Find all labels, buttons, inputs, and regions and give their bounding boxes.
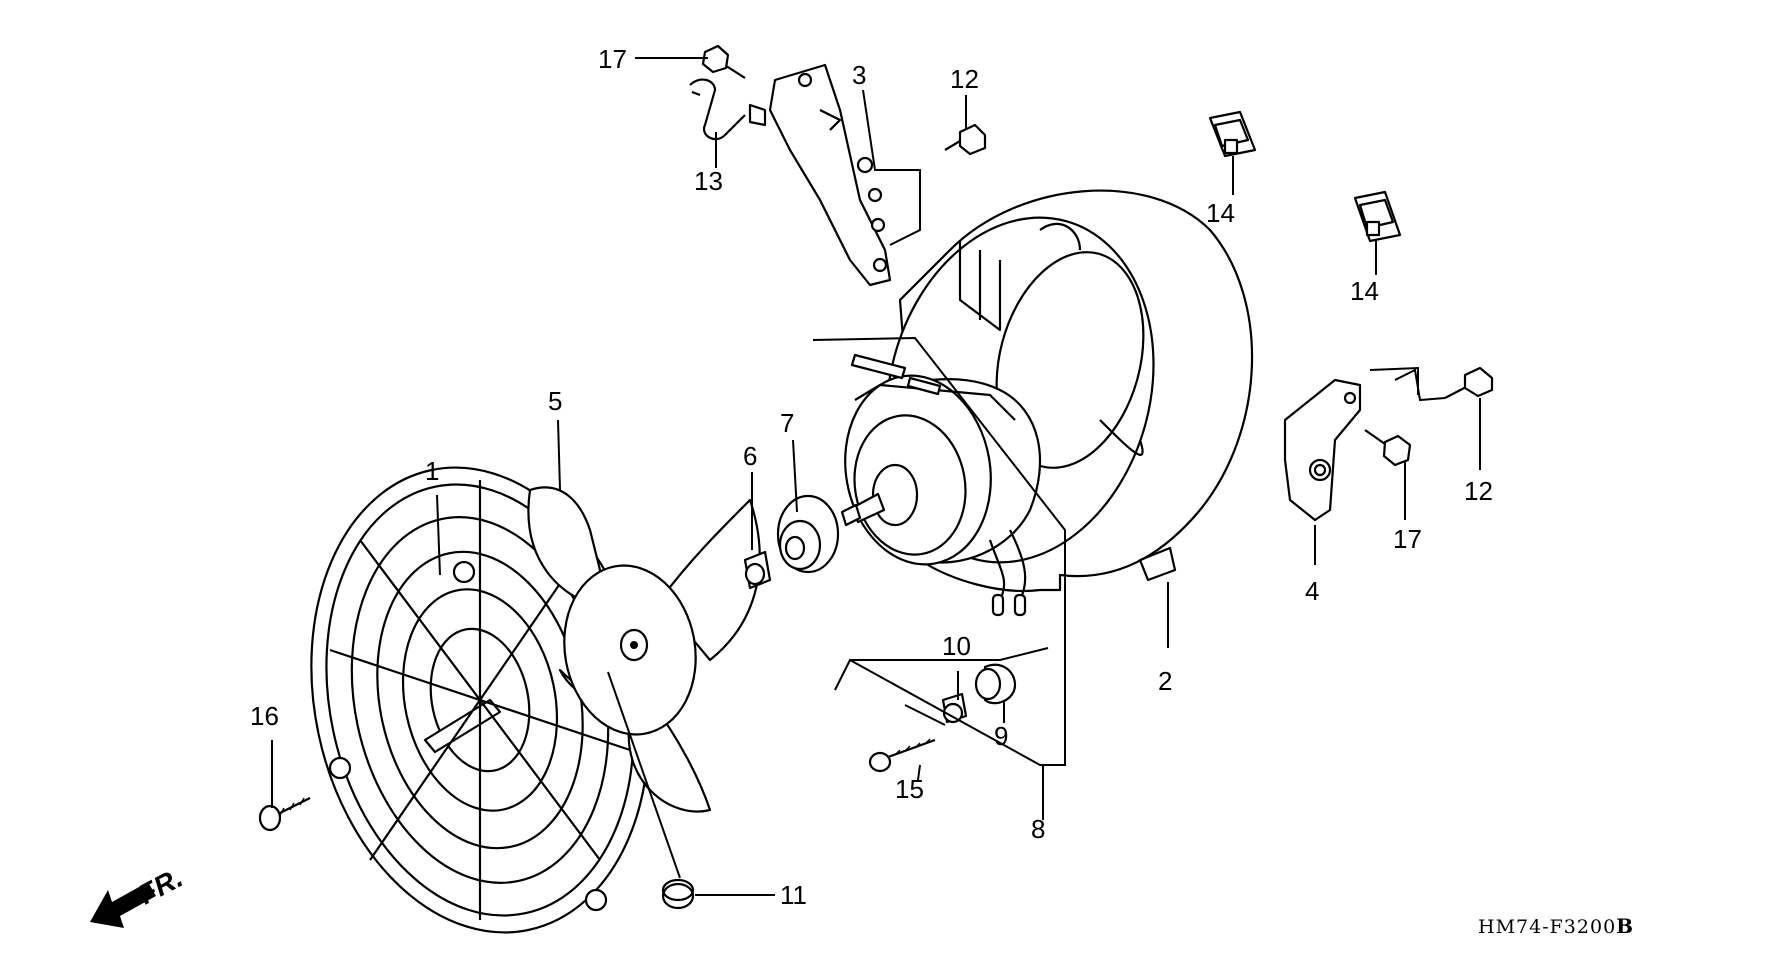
leader-lines (271, 57, 1481, 896)
speed-nut-part-14-upper (1208, 110, 1257, 158)
speed-nut-part-14-lower (1353, 190, 1402, 243)
callout-6: 6 (743, 441, 757, 471)
collar-part-6 (743, 550, 772, 590)
callout-12-right: 12 (1464, 476, 1493, 506)
callout-8: 8 (1031, 814, 1045, 844)
clip-part-13 (689, 78, 767, 141)
callout-3: 3 (852, 60, 866, 90)
callout-15: 15 (895, 774, 924, 804)
flange-bolt-part-17-right (1364, 429, 1412, 467)
bolt-part-15 (868, 738, 936, 773)
bolt-part-12-right (1444, 366, 1494, 399)
fan-blade-part-5 (527, 486, 761, 813)
callout-10: 10 (942, 631, 971, 661)
callout-9: 9 (994, 721, 1008, 751)
bolt-part-12-upper (944, 123, 987, 156)
callout-labels: 1 2 3 4 5 6 7 8 9 10 11 12 12 13 14 14 1… (250, 44, 1493, 910)
callout-13: 13 (694, 166, 723, 196)
callout-1: 1 (425, 456, 439, 486)
rubber-mount-part-9 (974, 663, 1017, 705)
diagram-code: HM74-F3200B (1478, 914, 1633, 938)
callout-7: 7 (780, 408, 794, 438)
upper-bracket-part-3 (768, 63, 892, 287)
callout-12-upper: 12 (950, 64, 979, 94)
flange-nut-part-11 (661, 878, 695, 910)
diagram-code-suffix: B (1616, 914, 1633, 938)
fan-motor-part-8 (840, 353, 1042, 617)
callout-2: 2 (1158, 666, 1172, 696)
tapping-screw-part-16 (258, 797, 311, 832)
front-direction-indicator: FR. (90, 862, 188, 928)
bush-part-7 (776, 494, 840, 574)
callout-17-right: 17 (1393, 524, 1422, 554)
callout-17-upper: 17 (598, 44, 627, 74)
arrow-down-left-icon (90, 882, 156, 928)
callout-11: 11 (780, 880, 807, 910)
callout-14-lower: 14 (1350, 276, 1379, 306)
callout-5: 5 (548, 386, 562, 416)
side-bracket-part-4 (1283, 378, 1362, 522)
flange-bolt-part-17-upper (701, 44, 746, 79)
callout-4: 4 (1305, 576, 1319, 606)
callout-16: 16 (250, 701, 279, 731)
callout-14-upper: 14 (1206, 198, 1235, 228)
diagram-code-prefix: HM74-F3200 (1478, 916, 1616, 938)
